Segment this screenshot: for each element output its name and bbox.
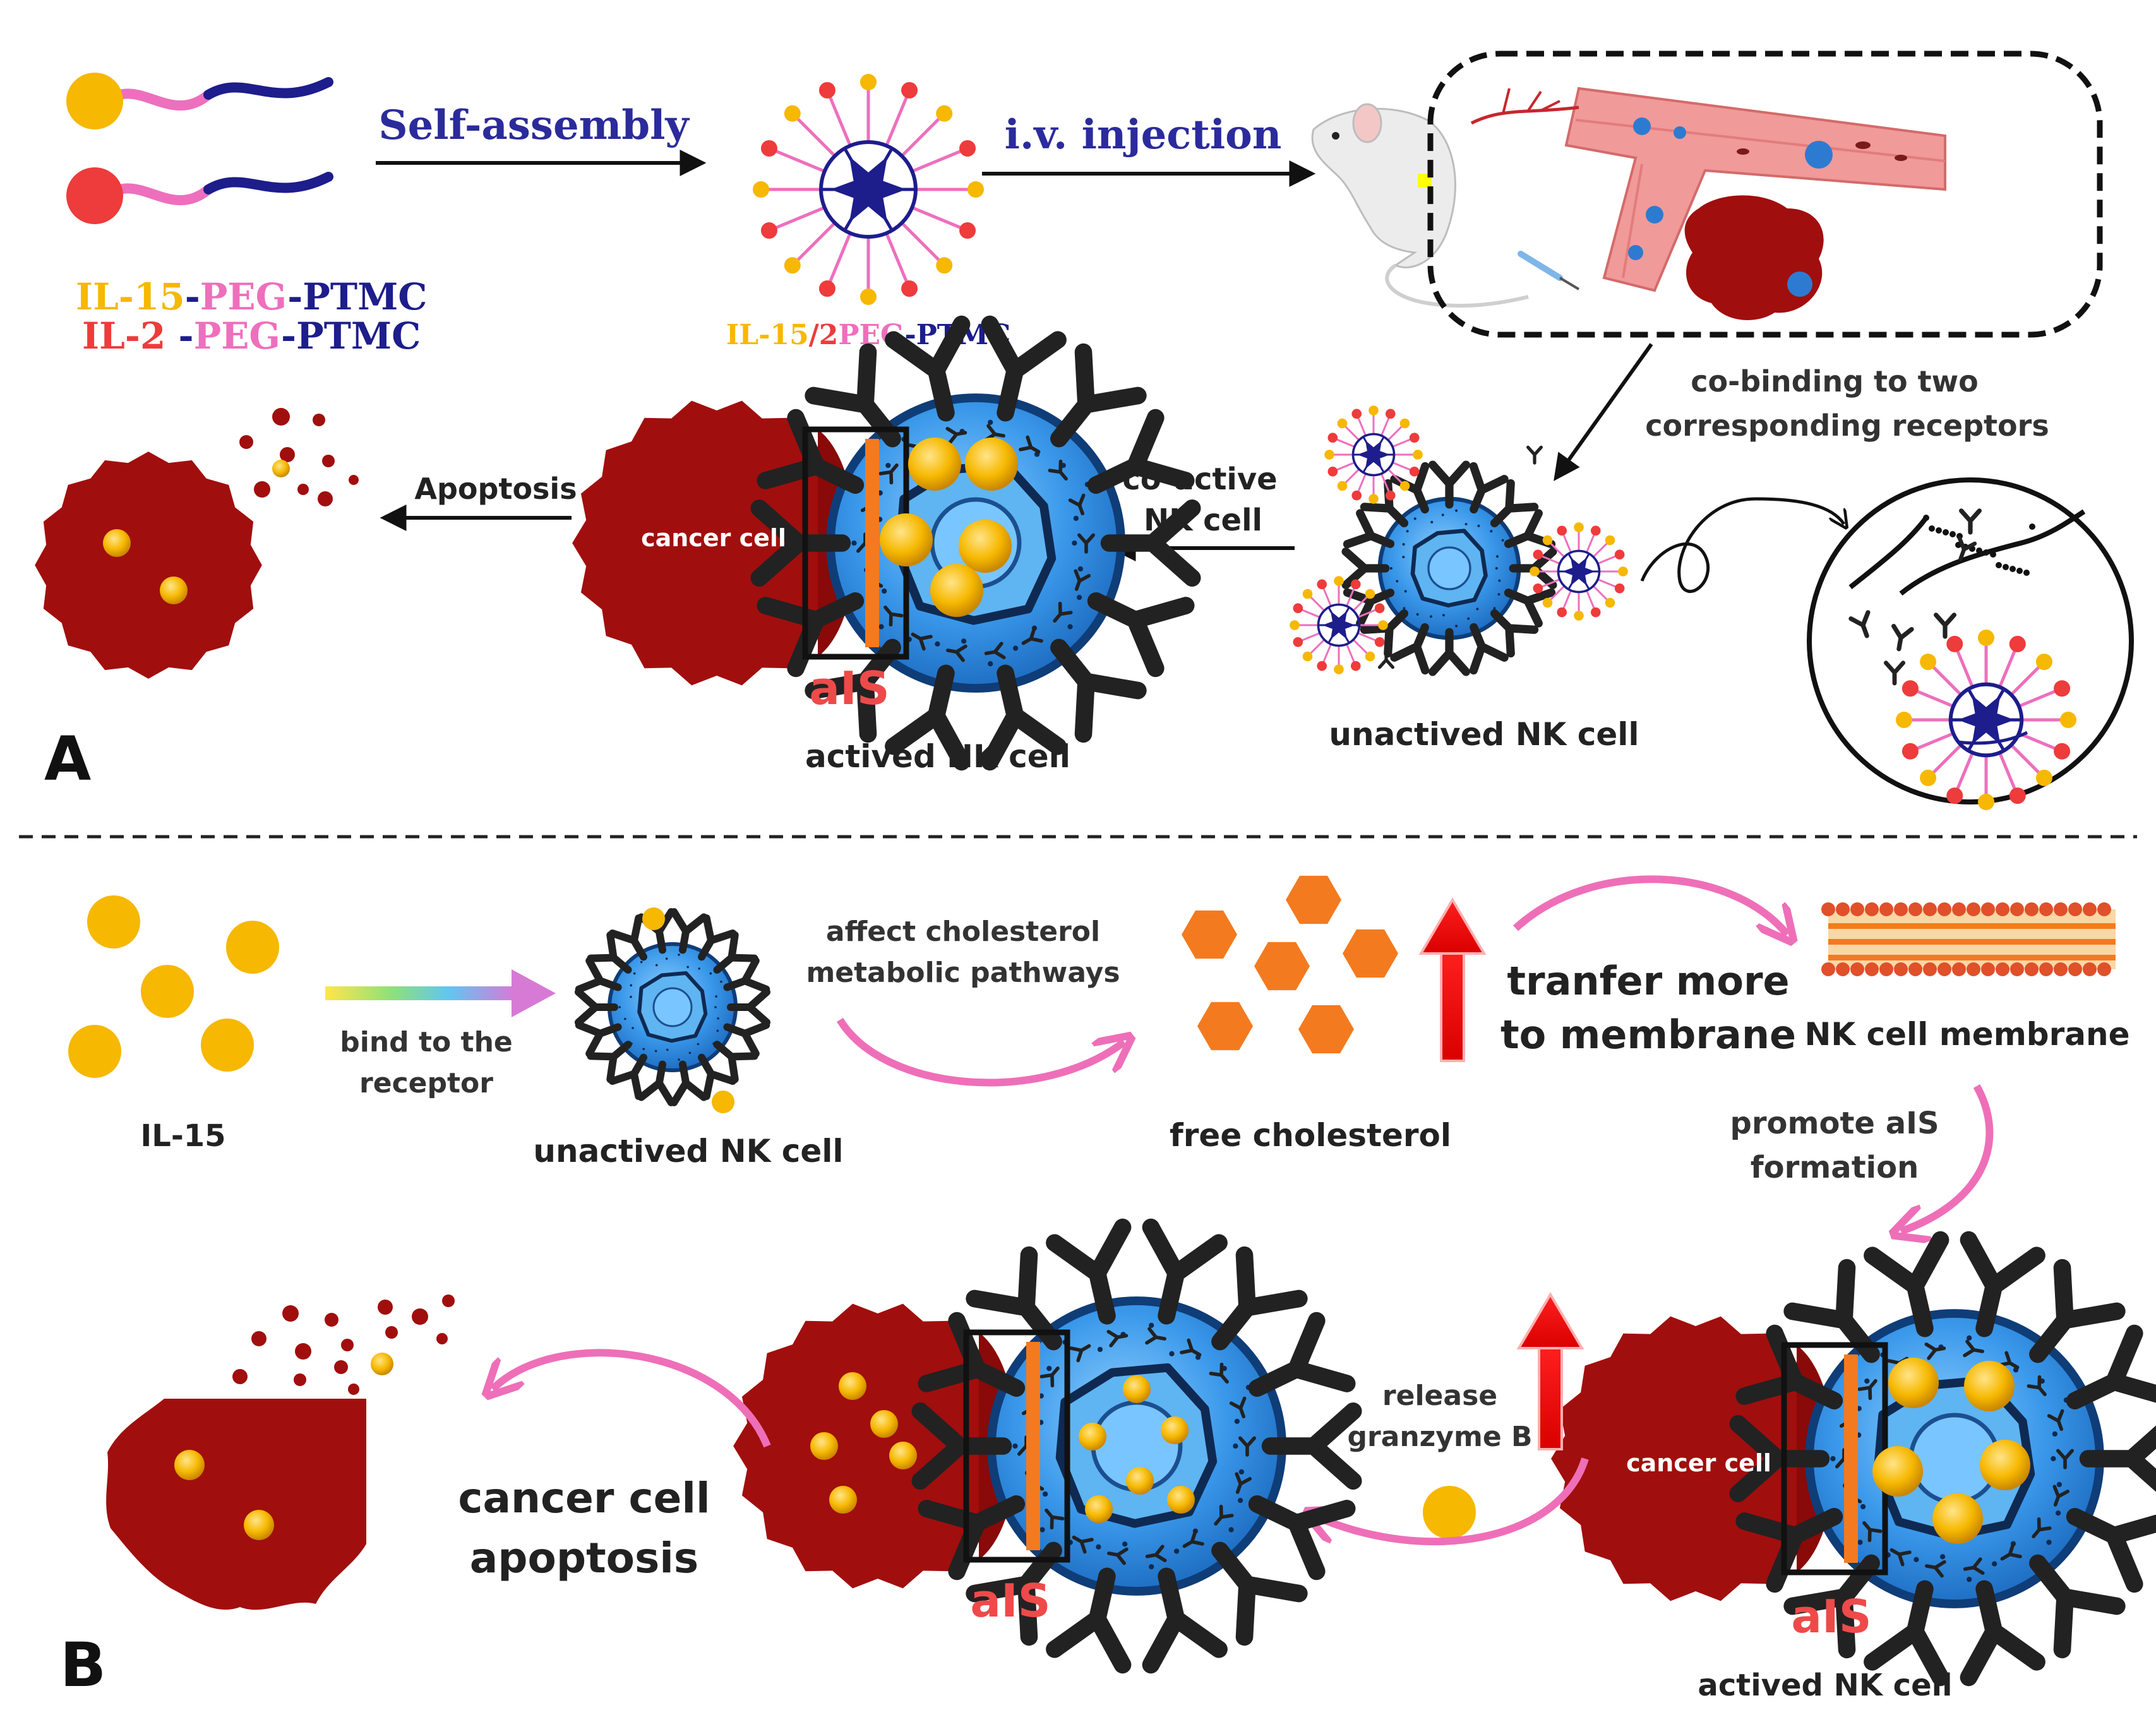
unactived-nk-label: unactived NK cell <box>1329 716 1639 753</box>
free-cholesterol-label: free cholesterol <box>1170 1117 1451 1154</box>
release-arrow <box>1314 1457 1589 1546</box>
release-granzyme-label-1: release <box>1382 1380 1497 1412</box>
il15-peg-ptmc-molecule <box>66 73 333 129</box>
iv-injection-label: i.v. injection <box>1005 111 1282 158</box>
zoom-loop-arrow <box>1640 497 1844 594</box>
receptor-zoom-circle <box>1807 477 2134 810</box>
panel-a-label: A <box>44 724 91 794</box>
il15-label: IL-15 <box>140 1118 225 1154</box>
cancer-apoptosis-arrow <box>493 1349 771 1448</box>
affect-cholesterol-arrow <box>836 1017 1124 1087</box>
panel-b: IL-15 bind to the receptor unactived NK … <box>60 875 2156 1703</box>
promote-ais-label-2: formation <box>1751 1150 1919 1185</box>
apoptosis-label: Apoptosis <box>414 472 577 506</box>
co-binding-label-1: co-binding to two <box>1691 364 1979 398</box>
release-granzyme-label-2: granzyme B <box>1347 1421 1532 1453</box>
actived-nk-label-b: actived NK cell <box>1698 1668 1952 1703</box>
transfer-arrow <box>1512 875 1787 935</box>
affect-cholesterol-label-1: affect cholesterol <box>826 916 1100 948</box>
bind-receptor-label-2: receptor <box>359 1067 493 1099</box>
unactived-nk-cell-b <box>575 907 770 1113</box>
il15-particles <box>68 895 279 1078</box>
free-cholesterol-hexagons <box>1182 875 1398 1054</box>
immune-synapse-a <box>572 315 1201 771</box>
cancer-apoptosis-label-2: apoptosis <box>470 1534 698 1582</box>
blood-vessel-illustration <box>1470 87 1946 320</box>
transfer-label-1: tranfer more <box>1507 958 1789 1004</box>
promote-ais-arrow <box>1901 1084 1994 1231</box>
ais-label-b-middle: aIS <box>970 1574 1050 1627</box>
cancer-cell-label-a: cancer cell <box>641 524 786 552</box>
apoptotic-cancer-cell-b <box>106 1294 455 1610</box>
box-to-nk-arrow <box>1554 343 1653 481</box>
ais-label-a: aIS <box>809 662 889 715</box>
il2-peg-ptmc-label: IL-2 -PEG-PTMC <box>82 314 421 357</box>
micelle <box>753 74 984 305</box>
nk-membrane-label: NK cell membrane <box>1804 1016 2129 1053</box>
affect-cholesterol-label-2: metabolic pathways <box>806 957 1120 989</box>
increase-arrow-1 <box>1418 897 1487 1062</box>
panel-b-label: B <box>60 1630 106 1701</box>
co-binding-label-2: corresponding receptors <box>1645 409 2049 443</box>
unactived-nk-label-b: unactived NK cell <box>533 1133 843 1169</box>
increase-arrow-2 <box>1516 1292 1584 1450</box>
bind-receptor-label-1: bind to the <box>340 1026 513 1058</box>
apoptotic-cancer-cell-a <box>35 408 359 679</box>
actived-nk-label-a: actived NK cell <box>805 738 1070 775</box>
cancer-apoptosis-label-1: cancer cell <box>458 1474 710 1522</box>
nk-cell-membrane <box>1821 902 2116 976</box>
ais-label-b-right: aIS <box>1791 1590 1871 1643</box>
il2-peg-ptmc-molecule <box>66 167 333 224</box>
cancer-cell-label-b: cancer cell <box>1626 1449 1771 1477</box>
transfer-label-2: to membrane <box>1500 1012 1796 1058</box>
mouse-icon <box>1311 103 1580 308</box>
self-assembly-label: Self-assembly <box>378 102 690 149</box>
blood-vessel-box <box>1427 51 2103 338</box>
panel-a: IL-15-PEG-PTMC IL-2 -PEG-PTMC Self-assem… <box>35 51 2134 810</box>
il15-peg-ptmc-label: IL-15-PEG-PTMC <box>76 275 427 318</box>
promote-ais-label-1: promote aIS <box>1730 1106 1939 1141</box>
unactived-nk-cell-with-micelles <box>1290 405 1628 676</box>
granzyme-b-particle <box>1423 1486 1476 1539</box>
bind-receptor-arrow <box>325 969 556 1017</box>
immune-synapse-b-middle <box>733 1218 1362 1674</box>
immune-synapse-b-right <box>1551 1231 2156 1687</box>
